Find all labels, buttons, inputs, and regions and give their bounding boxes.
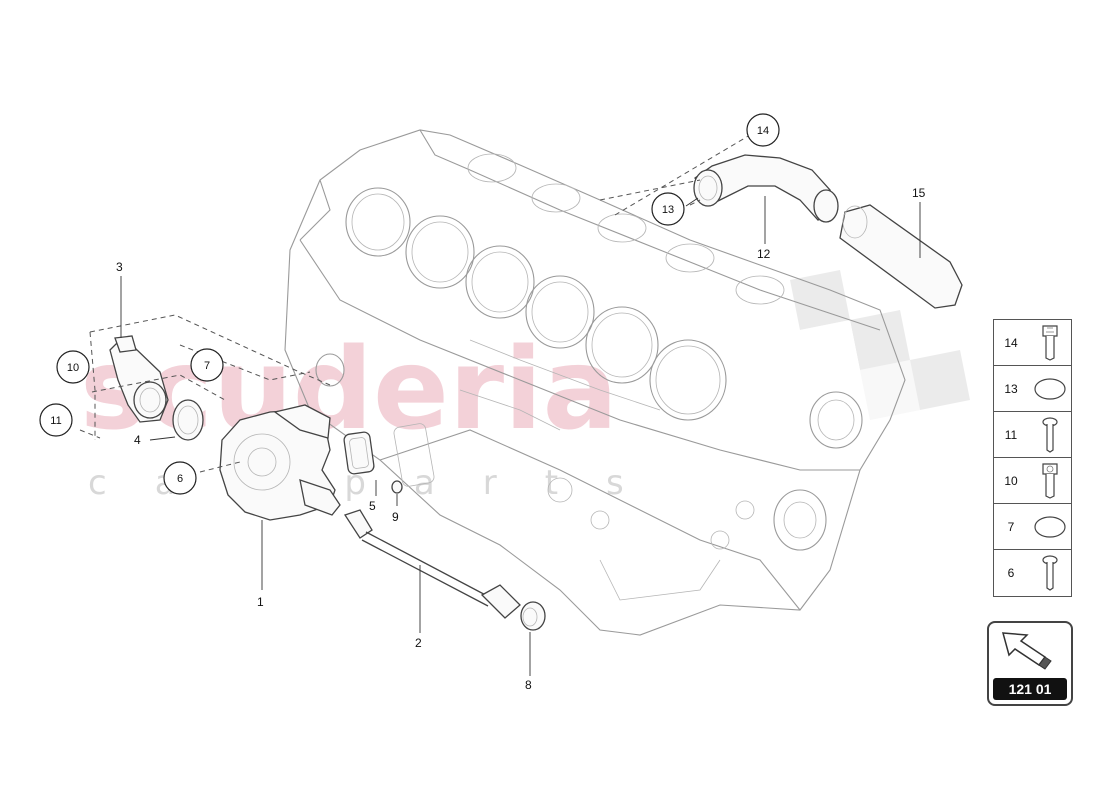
gasket-part (172, 399, 204, 441)
callout-13-label: 13 (662, 204, 674, 216)
legend-row-7[interactable]: 7 (994, 504, 1071, 550)
elbow-pipe-part (693, 154, 839, 223)
bolt-with-hex-head-icon (1028, 462, 1071, 500)
legend-number: 14 (1004, 335, 1018, 350)
callout-11: 11 (39, 403, 73, 437)
callout-10: 10 (56, 350, 90, 384)
engine-block-drawing (284, 129, 906, 636)
legend-number: 6 (1007, 566, 1015, 580)
legend-number: 11 (1004, 427, 1018, 442)
page-navigation-button[interactable]: 121 01 (987, 621, 1073, 706)
callout-11-label: 11 (50, 415, 61, 427)
legend-row-14[interactable]: 14 (994, 320, 1071, 366)
legend-row-6[interactable]: 6 (994, 550, 1071, 596)
callout-14: 14 (746, 113, 780, 147)
callout-7: 7 (190, 348, 224, 382)
legend-row-11[interactable]: 11 (994, 412, 1071, 458)
label-part-8: 8 (525, 678, 532, 692)
label-part-4: 4 (134, 433, 141, 447)
callout-13: 13 (651, 192, 685, 226)
legend-row-13[interactable]: 13 (994, 366, 1071, 412)
coolant-pipe-connector-part (109, 335, 169, 423)
label-part-3: 3 (116, 260, 123, 274)
label-part-1: 1 (257, 595, 264, 609)
bolt-with-hex-head-icon (1028, 324, 1071, 362)
torx-bolt-icon (1028, 416, 1071, 454)
leader-lines (120, 196, 921, 676)
parts-legend-table: 14 13 11 10 7 6 (993, 319, 1072, 597)
watermark-flag (790, 270, 970, 420)
dowel-pin-part (391, 480, 403, 494)
legend-number: 7 (1007, 519, 1015, 534)
rectangular-seal-part (343, 431, 375, 475)
callout-10-label: 10 (67, 362, 79, 374)
callout-7-label: 7 (204, 360, 210, 372)
dashed-reference-lines (79, 134, 751, 473)
label-part-2: 2 (415, 636, 422, 650)
legend-number: 13 (1004, 381, 1018, 396)
arrow-up-left-icon (1001, 632, 1052, 670)
watermark-brand: scuderia (80, 325, 618, 455)
drive-shaft-part (343, 509, 521, 619)
o-ring-icon (1028, 515, 1071, 539)
water-pump-part (219, 404, 341, 521)
page-code-label: 121 01 (993, 678, 1067, 700)
callout-14-label: 14 (757, 125, 769, 137)
legend-row-10[interactable]: 10 (994, 458, 1071, 504)
label-part-12: 12 (757, 247, 771, 261)
coolant-hose-part (839, 204, 963, 309)
legend-number: 10 (1004, 473, 1018, 488)
torx-bolt-icon (1028, 554, 1071, 592)
callout-6-label: 6 (177, 473, 183, 485)
seal-ring-part (520, 601, 546, 631)
callout-6: 6 (163, 461, 197, 495)
label-part-9: 9 (392, 510, 399, 524)
label-part-5: 5 (369, 499, 376, 513)
part-number-labels: 3 4 1 2 5 9 8 12 15 (116, 186, 926, 692)
o-ring-icon (1028, 377, 1071, 401)
label-part-15: 15 (912, 186, 926, 200)
